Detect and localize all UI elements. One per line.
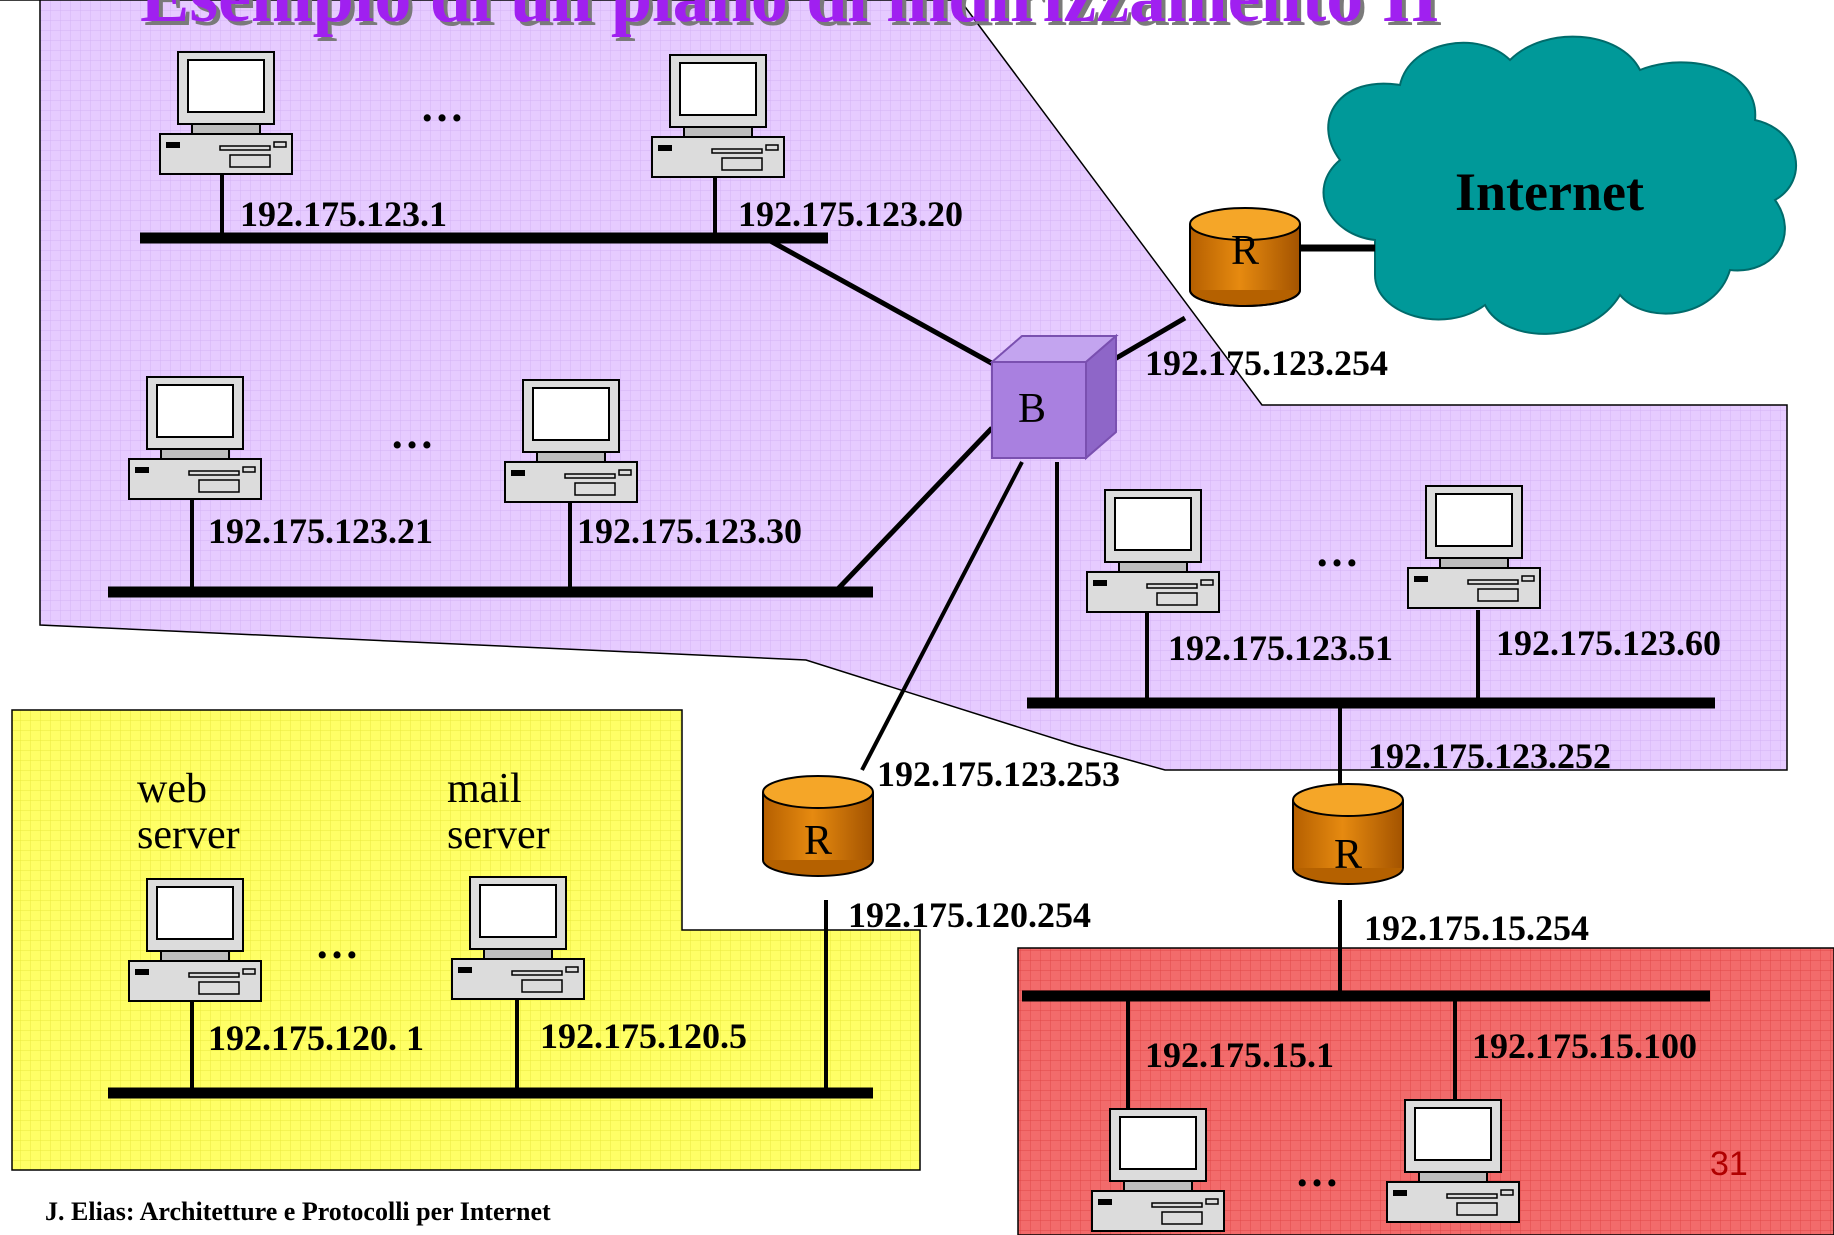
router-label-left: R [804, 818, 833, 864]
computer-icon [1086, 489, 1220, 613]
address-label: 192.175.15.254 [1364, 908, 1589, 948]
address-label: 192.175.120.5 [540, 1016, 747, 1056]
address-label: 192.175.123.51 [1168, 628, 1393, 668]
ellipsis: … [1295, 1147, 1341, 1196]
address-label: 192.175.123.30 [577, 511, 802, 551]
zone-yellow [11, 709, 921, 1171]
address-label: 192.175.120.254 [848, 895, 1091, 935]
ellipsis: … [390, 409, 436, 458]
bridge-label: B [1018, 386, 1047, 432]
router-label-internet: R [1231, 228, 1260, 274]
bridge-device [989, 333, 1119, 461]
footer-credit: J. Elias: Architetture e Protocolli per … [45, 1197, 551, 1226]
web-server-label: web server [137, 766, 240, 859]
router-right [1292, 783, 1404, 885]
mail-server-label: mail server [447, 766, 550, 859]
computer-icon [504, 379, 638, 503]
computer-icon [1407, 485, 1541, 609]
ellipsis: … [1315, 527, 1361, 576]
computer-icon [159, 51, 293, 175]
ellipsis: … [315, 919, 361, 968]
address-label: 192.175.123.252 [1368, 736, 1611, 776]
internet-cloud [1322, 35, 1798, 335]
router-label-right: R [1334, 832, 1363, 878]
zone-purple [0, 0, 1788, 771]
ellipsis: … [420, 82, 466, 131]
computer-icon [1386, 1099, 1520, 1223]
computer-icon [1091, 1108, 1225, 1232]
computer-icon [451, 876, 585, 1000]
address-label: 192.175.123.1 [240, 194, 447, 234]
address-label: 192.175.15.1 [1145, 1035, 1334, 1075]
address-label: 192.175.123.21 [208, 511, 433, 551]
address-label: 192.175.123.60 [1496, 623, 1721, 663]
computer-icon [128, 376, 262, 500]
address-label: 192.175.15.100 [1472, 1026, 1697, 1066]
address-label: 192.175.123.253 [877, 754, 1120, 794]
page-number: 31 [1710, 1145, 1748, 1183]
router-left [762, 775, 874, 877]
router-internet [1189, 207, 1301, 307]
computer-icon [128, 878, 262, 1002]
address-label: 192.175.123.254 [1145, 343, 1388, 383]
slide-title: Esempio di un piano di indirizzamento II [140, 0, 1439, 34]
address-label: 192.175.123.20 [738, 194, 963, 234]
address-label: 192.175.120. 1 [208, 1018, 424, 1058]
computer-icon [651, 54, 785, 178]
internet-label: Internet [1455, 162, 1644, 222]
